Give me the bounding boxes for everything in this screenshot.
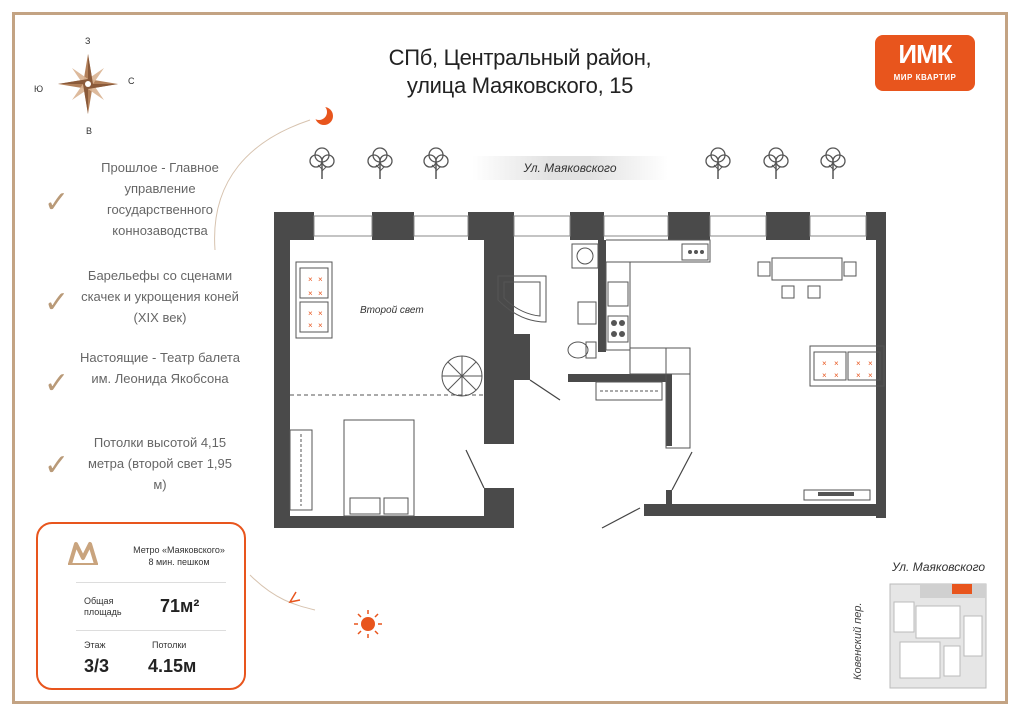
spiral-stair-icon [441,355,483,397]
svg-text:×: × [822,371,827,380]
area-value: 71м² [160,596,200,616]
moon-icon [311,104,333,125]
toilet-icon [567,341,597,359]
check-icon: ✓ [44,286,70,319]
floor-label: Этаж [84,640,106,650]
svg-text:×: × [822,359,827,368]
shower-icon [497,275,547,323]
sofa-icon [295,261,333,339]
check-icon: ✓ [44,367,70,400]
door-swing [671,451,693,491]
area-label: Общая площадь [84,596,122,618]
svg-text:×: × [868,371,873,380]
svg-text:×: × [856,371,861,380]
dining-table-icon [757,257,857,299]
compass-north-label: З [85,36,91,46]
check-icon: ✓ [44,186,70,219]
second-light-label: Второй свет [360,305,424,316]
fact-item-1: Прошлое - Главное управление государстве… [101,160,219,238]
area-label-line-1: Общая [84,596,114,606]
compass-south-label: В [86,126,93,136]
metro-time: 8 мин. пешком [148,557,210,567]
page-title: СПб, Центральный район, улица Маяковског… [300,44,740,100]
sun-icon [354,610,382,638]
svg-text:×: × [308,309,313,318]
svg-text:×: × [834,371,839,380]
arrow-icon [288,591,301,604]
bed-icon [343,419,415,517]
title-line-2: улица Маяковского, 15 [406,73,634,98]
door-swing [529,379,561,401]
svg-text:×: × [308,289,313,298]
sofa-icon [809,345,885,387]
area-label-line-2: площадь [84,607,122,617]
svg-text:×: × [318,289,323,298]
street-label-top: Ул. Маяковского [472,156,668,180]
divider [76,582,226,583]
sink-icon [571,243,599,325]
floor-value: 3/3 [84,656,110,676]
mini-map-street-label: Ул. Маяковского [892,560,986,574]
title-line-1: СПб, Центральный район, [388,45,652,70]
logo-mark: ИМК [898,39,952,69]
corridor-wardrobe-icon [595,381,663,401]
mini-map [889,583,987,689]
door-swing [465,449,485,489]
metro-name: Метро «Маяковского» [133,545,225,555]
divider [76,630,226,631]
compass-west-label: Ю [34,84,44,94]
mini-map-location-marker [952,584,972,594]
tv-stand-icon [803,489,871,501]
door-swing [601,507,641,529]
logo-text: МИР КВАРТИР [893,73,957,82]
compass-rose-icon [58,54,118,114]
metro-info: Метро «Маяковского» 8 мин. пешком [124,544,234,568]
svg-text:×: × [308,321,313,330]
wardrobe-icon [289,429,313,511]
svg-text:×: × [856,359,861,368]
fact-item-2: Барельефы со сценами скачек и укрощения … [81,268,239,325]
svg-text:×: × [318,275,323,284]
ceiling-value: 4.15м [148,656,197,676]
svg-text:×: × [308,275,313,284]
svg-text:×: × [318,309,323,318]
svg-text:×: × [318,321,323,330]
fact-item-3: Настоящие - Театр балета им. Леонида Яко… [80,350,240,386]
compass-east-label: С [128,76,135,86]
arc-line-top [214,119,311,251]
svg-text:×: × [834,359,839,368]
arc-line-bottom [249,574,316,611]
metro-icon [68,542,98,565]
check-icon: ✓ [44,449,70,482]
ceiling-label: Потолки [152,640,187,650]
mini-map-side-street-label: Ковенский пер. [852,602,864,680]
brand-logo: ИМК МИР КВАРТИР [875,35,975,91]
compass: З С В Ю [28,30,138,145]
fact-item-4: Потолки высотой 4,15 метра (второй свет … [87,435,232,492]
info-card: Метро «Маяковского» 8 мин. пешком Общая … [36,522,246,690]
kitchen-counter [605,239,711,449]
svg-text:×: × [868,359,873,368]
